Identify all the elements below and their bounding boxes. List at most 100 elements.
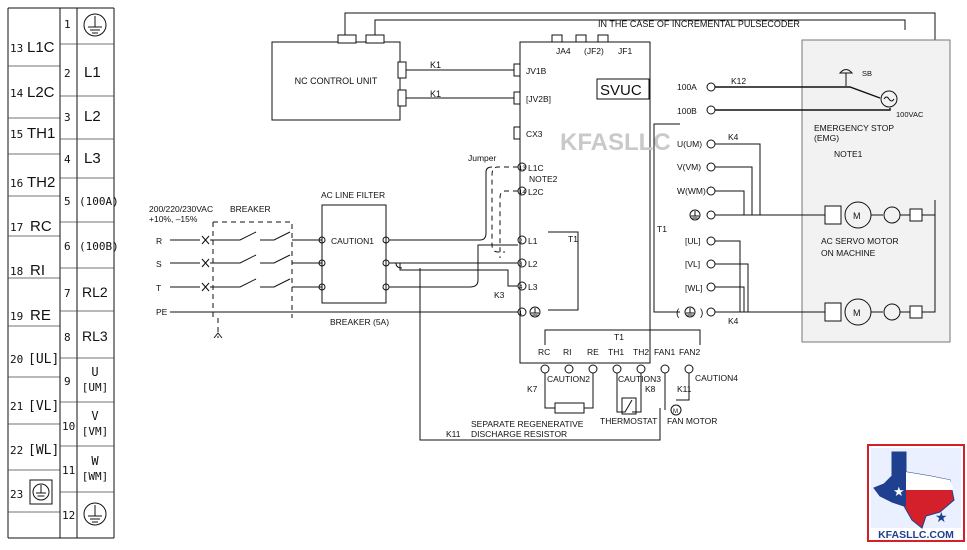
terminal-5-number: 5 <box>64 195 71 208</box>
terminal-14-number: 14 <box>10 87 24 100</box>
t1-label-left: T1 <box>568 234 578 244</box>
t1-label-right: T1 <box>657 224 667 234</box>
breaker-5a-label: BREAKER (5A) <box>330 317 389 327</box>
servo-motor-1: M <box>824 201 935 229</box>
top-note: IN THE CASE OF INCREMENTAL PULSECODER <box>598 19 800 29</box>
k7-label: K7 <box>527 384 538 394</box>
term-re: RE <box>587 347 599 357</box>
terminal-4-number: 4 <box>64 153 71 166</box>
terminal-6-label: (100B) <box>79 240 119 253</box>
term-ground-paren-close: ) <box>700 308 703 319</box>
terminal-2-number: 2 <box>64 67 71 80</box>
note2-label: NOTE2 <box>529 174 558 184</box>
terminal-8-label: RL3 <box>82 328 108 344</box>
fan-motor-m: M <box>673 409 678 415</box>
terminal-16-label: TH2 <box>27 174 55 191</box>
terminal-20-number: 20 <box>10 353 23 366</box>
terminal-4-label: L3 <box>84 150 101 167</box>
logo-text: KFASLLC.COM <box>878 529 954 541</box>
port-cx3: CX3 <box>526 129 543 139</box>
fan-motor-icon: M <box>670 404 682 416</box>
terminal-5-label: (100A) <box>79 195 119 208</box>
ground-icon <box>684 306 696 318</box>
supply-voltage: 200/220/230VAC <box>149 204 213 214</box>
motor-1-m: M <box>853 211 861 221</box>
terminal-3-number: 3 <box>64 111 71 124</box>
terminal-16-number: 16 <box>10 177 23 190</box>
terminal-22-label: [WL] <box>28 443 59 458</box>
vac100-label: 100VAC <box>896 110 924 119</box>
term-l3: L3 <box>528 282 538 292</box>
term-th1: TH1 <box>608 347 624 357</box>
terminal-11-sublabel: [WM] <box>82 470 109 483</box>
k11-label: K11 <box>677 384 692 394</box>
jumper-label: Jumper <box>468 153 497 163</box>
terminal-18-label: RI <box>30 262 45 279</box>
terminal-18-number: 18 <box>10 265 23 278</box>
terminal-7-label: RL2 <box>82 284 108 300</box>
terminal-17-label: RC <box>30 218 52 235</box>
regen-resistor-icon <box>554 402 585 414</box>
terminal-11-label: W <box>91 454 99 468</box>
k4-label-bottom: K4 <box>728 316 739 326</box>
servo-sub-label: ON MACHINE <box>821 248 876 258</box>
terminal-22-number: 22 <box>10 444 23 457</box>
term-14: 14 <box>519 190 526 196</box>
terminal-9-sublabel: [UM] <box>82 381 109 394</box>
terminal-7-number: 7 <box>64 287 71 300</box>
supply-tolerance: +10%, –15% <box>149 214 198 224</box>
emergency-stop-switch-icon <box>838 69 854 86</box>
ground-icon <box>689 209 701 221</box>
motor-2-m: M <box>853 308 861 318</box>
terminal-10-label: V <box>91 409 98 423</box>
amp-output-terminals: 100A 100B U(UM) V(VM) W(WM) [UL] [VL] [W… <box>676 82 716 319</box>
term-100b: 100B <box>677 106 697 116</box>
breaker-label: BREAKER <box>230 204 271 214</box>
terminal-13-number: 13 <box>10 42 23 55</box>
emg-label: EMERGENCY STOP <box>814 123 894 133</box>
term-13: 13 <box>519 166 526 172</box>
terminal-9-label: U <box>91 365 98 379</box>
k1-label-1: K1 <box>430 60 441 70</box>
star-icon: ★ <box>893 484 905 499</box>
terminal-11-number: 11 <box>62 464 75 477</box>
terminal-6-number: 6 <box>64 240 71 253</box>
servo-motor-2: M <box>824 200 936 326</box>
term-fan1: FAN1 <box>654 347 676 357</box>
terminal-strip-left: 13 L1C 14 L2C 15 TH1 16 TH2 17 RC 18 RI … <box>7 7 61 539</box>
k4-label-top: K4 <box>728 132 739 142</box>
port-jf1: JF1 <box>618 46 632 56</box>
regen-label: SEPARATE REGENERATIVE <box>471 419 584 429</box>
sb-label: SB <box>862 69 872 78</box>
term-vl: [VL] <box>685 259 700 269</box>
caution1-label: CAUTION1 <box>331 236 374 246</box>
terminal-1-number: 1 <box>64 18 71 31</box>
terminal-17-number: 17 <box>10 221 23 234</box>
ground-icon <box>83 502 107 526</box>
term-l2c: L2C <box>528 187 544 197</box>
caution4-label: CAUTION4 <box>695 373 738 383</box>
term-rc: RC <box>538 347 550 357</box>
terminal-23-number: 23 <box>10 488 23 501</box>
breaker-contacts <box>170 231 322 292</box>
phase-t: T <box>156 283 161 293</box>
svuc-label: SVUC <box>600 82 642 99</box>
bottom-terminals: RC RI RE TH1 TH2 FAN1 FAN2 <box>538 347 701 374</box>
ground-icon <box>529 306 541 318</box>
terminal-8-number: 8 <box>64 331 71 344</box>
k11-regen-label: K11 <box>446 429 461 439</box>
fan-motor-label: FAN MOTOR <box>667 416 717 426</box>
caution3-label: CAUTION3 <box>618 374 661 384</box>
terminal-20-label: [UL] <box>28 352 59 367</box>
terminal-10-sublabel: [VM] <box>82 425 109 438</box>
port-jf2: (JF2) <box>584 46 604 56</box>
star-icon: ★ <box>935 509 948 525</box>
terminal-10-number: 10 <box>62 420 75 433</box>
term-w: W(WM) <box>677 186 706 196</box>
phase-pe: PE <box>156 307 168 317</box>
term-100a: 100A <box>677 82 697 92</box>
emg-sub-label: (EMG) <box>814 133 839 143</box>
terminal-15-number: 15 <box>10 128 23 141</box>
ground-icon <box>83 13 107 37</box>
k8-label: K8 <box>645 384 656 394</box>
